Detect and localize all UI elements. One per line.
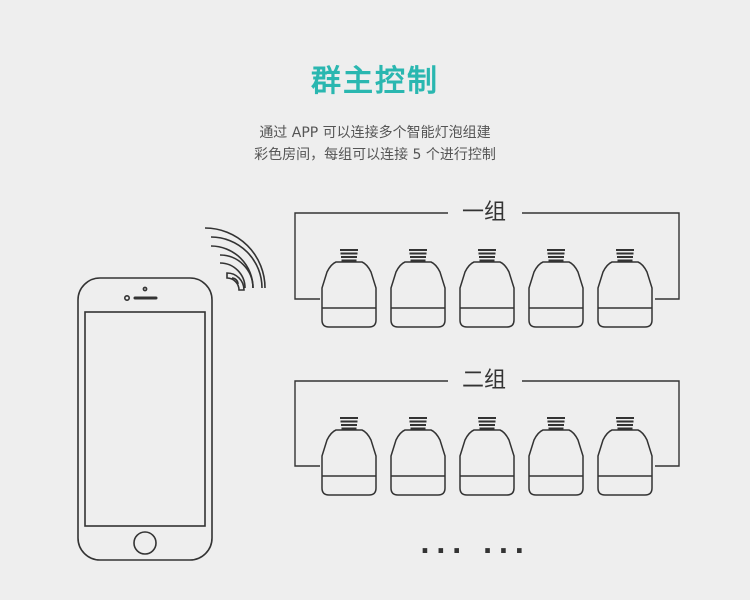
smart-bulb-icon bbox=[528, 417, 584, 496]
page-description: 通过 APP 可以连接多个智能灯泡组建 彩色房间，每组可以连接 5 个进行控制 bbox=[0, 122, 750, 166]
group-1-label: 一组 bbox=[452, 200, 517, 226]
more-indicator: ... ... bbox=[420, 530, 531, 560]
smart-bulb-icon bbox=[321, 249, 377, 328]
group-2-label: 二组 bbox=[452, 368, 517, 394]
smart-bulb-icon bbox=[597, 249, 653, 328]
group-2-bracket bbox=[294, 380, 448, 467]
description-line-2: 彩色房间，每组可以连接 5 个进行控制 bbox=[254, 147, 496, 163]
smart-bulb-icon bbox=[528, 249, 584, 328]
description-line-1: 通过 APP 可以连接多个智能灯泡组建 bbox=[259, 125, 491, 141]
smart-bulb-icon bbox=[321, 417, 377, 496]
page-title: 群主控制 bbox=[311, 64, 439, 99]
smart-bulb-icon bbox=[459, 249, 515, 328]
smart-bulb-icon bbox=[459, 417, 515, 496]
smart-bulb-icon bbox=[390, 249, 446, 328]
group-1-bracket bbox=[294, 212, 448, 300]
wifi-signal-icon bbox=[204, 227, 266, 291]
smartphone-icon bbox=[77, 277, 213, 561]
smart-bulb-icon bbox=[390, 417, 446, 496]
smart-bulb-icon bbox=[597, 417, 653, 496]
